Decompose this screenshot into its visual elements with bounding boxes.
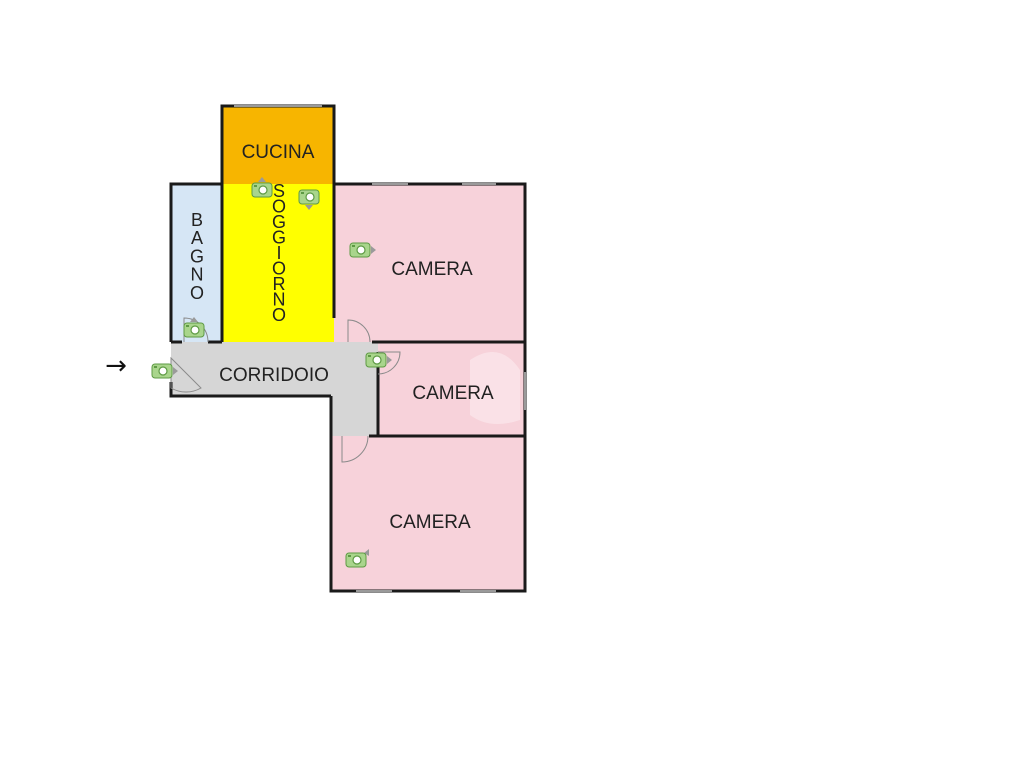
camera-icon[interactable]	[298, 189, 320, 210]
camera-icon[interactable]	[365, 352, 392, 368]
camera-icon[interactable]	[183, 317, 205, 338]
entrance-arrow-icon: →	[105, 351, 127, 381]
label-camera-2: CAMERA	[412, 383, 494, 404]
camera-icons	[151, 177, 392, 568]
label-camera-3: CAMERA	[389, 512, 471, 533]
camera-icon[interactable]	[345, 549, 369, 568]
door-entrance[interactable]	[170, 356, 202, 393]
label-camera-1: CAMERA	[391, 259, 473, 280]
room-camera-1[interactable]	[334, 184, 525, 342]
room-cucina[interactable]	[222, 106, 334, 184]
camera-icon[interactable]	[251, 177, 273, 198]
room-corridoio[interactable]	[171, 342, 378, 436]
label-cucina: CUCINA	[242, 142, 315, 163]
label-corridoio: CORRIDOIO	[219, 365, 329, 386]
room-soggiorno[interactable]	[222, 184, 334, 342]
camera-icon[interactable]	[349, 242, 376, 258]
door-camera-2[interactable]	[377, 351, 401, 375]
door-camera-1[interactable]	[347, 319, 371, 343]
room-camera-2[interactable]	[378, 342, 525, 436]
door-camera-3[interactable]	[341, 435, 369, 463]
watermark-mark	[470, 352, 520, 424]
room-bagno[interactable]	[171, 184, 222, 342]
windows	[234, 105, 526, 592]
camera-icon[interactable]	[151, 363, 178, 379]
